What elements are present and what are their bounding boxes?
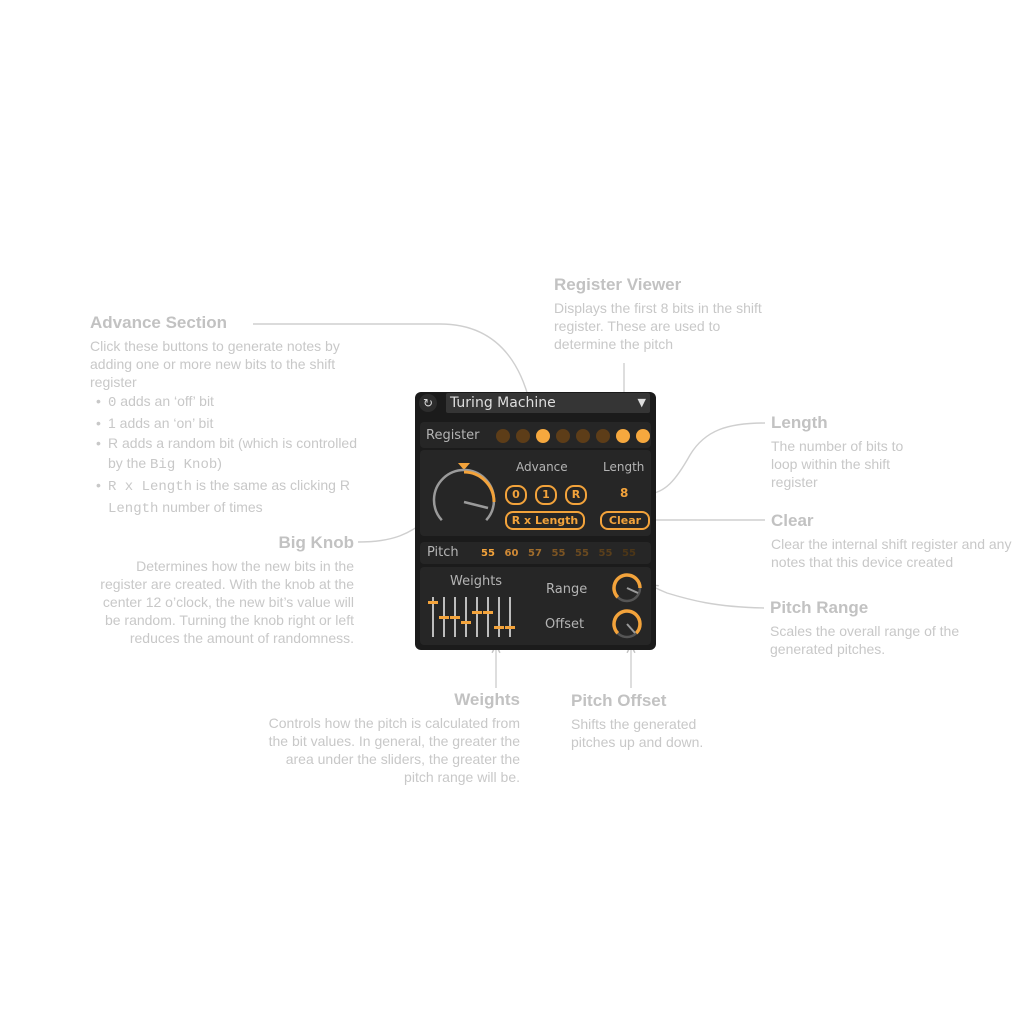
big-knob-pointer — [463, 500, 489, 510]
advance-bullet-random: R adds a random bit (which is controlled… — [90, 433, 375, 475]
register-bit-6 — [616, 429, 630, 443]
advance-section: Advance Length 0 1 R 8 R x Length Clear — [420, 450, 651, 536]
annotation-advance-section: Advance Section Click these buttons to g… — [90, 313, 375, 519]
range-label: Range — [546, 582, 588, 597]
annotation-big-knob: Big Knob Determines how the new bits in … — [100, 533, 354, 647]
weight-slider-handle-4[interactable] — [472, 611, 482, 615]
dropdown-arrow-icon[interactable]: ▼ — [637, 396, 646, 409]
pitch-offset-title: Pitch Offset — [571, 691, 667, 710]
weight-slider-0[interactable] — [432, 597, 434, 637]
annotation-register-viewer: Register Viewer Displays the first 8 bit… — [554, 275, 774, 353]
register-bit-3 — [556, 429, 570, 443]
register-label: Register — [426, 428, 480, 443]
clear-body: Clear the internal shift register and an… — [771, 536, 1012, 570]
turing-machine-device: ↻ Turing Machine ▼ Register Advance Leng… — [415, 392, 656, 650]
weights-title: Weights — [454, 690, 520, 709]
big-knob-track — [432, 468, 496, 522]
weight-slider-handle-2[interactable] — [450, 616, 460, 619]
weights-body: Controls how the pitch is calculated fro… — [268, 715, 520, 785]
register-section: Register — [420, 422, 651, 448]
register-viewer-body: Displays the first 8 bits in the shift r… — [554, 300, 762, 352]
advance-random-button[interactable]: R — [565, 485, 587, 505]
pitch-value-4: 55 — [575, 548, 589, 559]
range-knob[interactable] — [610, 571, 646, 603]
range-knob-value-arc — [612, 573, 642, 599]
leader-length — [648, 422, 766, 494]
weight-slider-4[interactable] — [476, 597, 478, 637]
pitch-label: Pitch — [427, 545, 459, 560]
register-bit-1 — [516, 429, 530, 443]
register-bit-7 — [636, 429, 650, 443]
offset-knob-value-arc — [612, 609, 642, 635]
range-knob-pointer — [626, 587, 639, 594]
big-knob[interactable] — [428, 460, 498, 532]
pitch-range-title: Pitch Range — [770, 598, 869, 617]
length-title: Length — [771, 413, 828, 432]
register-bit-4 — [576, 429, 590, 443]
register-bit-5 — [596, 429, 610, 443]
pitch-value-6: 55 — [622, 548, 636, 559]
preset-selector[interactable]: Turing Machine ▼ — [446, 393, 650, 413]
weights-label: Weights — [450, 574, 503, 589]
advance-bullet-zero: 0 adds an ‘off’ bit — [90, 391, 375, 413]
offset-label: Offset — [545, 617, 585, 632]
pitch-value-3: 55 — [551, 548, 566, 559]
length-label: Length — [603, 460, 645, 474]
advance-bullet-r-length: R x Length is the same as clicking R Len… — [90, 475, 375, 519]
advance-section-body: Click these buttons to generate notes by… — [90, 338, 340, 390]
weight-slider-5[interactable] — [487, 597, 489, 637]
weight-slider-7[interactable] — [509, 597, 511, 637]
weight-slider-handle-7[interactable] — [505, 626, 515, 629]
weights-section: Weights Range Offset — [420, 567, 651, 645]
big-knob-title: Big Knob — [278, 533, 354, 552]
annotation-clear: Clear Clear the internal shift register … — [771, 511, 1016, 571]
r-x-length-button[interactable]: R x Length — [505, 511, 585, 530]
annotation-length: Length The number of bits to loop within… — [771, 413, 931, 491]
big-knob-value-arc — [463, 470, 496, 503]
pitch-value-5: 55 — [598, 548, 613, 559]
annotation-pitch-offset: Pitch Offset Shifts the generated pitche… — [571, 691, 731, 751]
leader-pitch-range — [650, 585, 765, 609]
offset-knob[interactable] — [610, 607, 646, 641]
device-title: Turing Machine — [450, 395, 556, 411]
advance-label: Advance — [516, 460, 568, 474]
annotation-weights: Weights Controls how the pitch is calcul… — [262, 690, 520, 786]
big-knob-indicator-icon — [458, 463, 470, 470]
pitch-offset-body: Shifts the generated pitches up and down… — [571, 716, 704, 750]
weight-slider-handle-1[interactable] — [439, 616, 449, 619]
weight-slider-6[interactable] — [498, 597, 500, 637]
pitch-section: Pitch 55 60 57 55 55 55 55 — [420, 542, 651, 564]
offset-knob-pointer — [626, 623, 636, 634]
big-knob-body: Determines how the new bits in the regis… — [100, 558, 354, 646]
weight-slider-handle-0[interactable] — [428, 600, 438, 604]
register-bit-2 — [536, 429, 550, 443]
weight-slider-handle-6[interactable] — [494, 626, 504, 629]
register-bit-0 — [496, 429, 510, 443]
clear-button[interactable]: Clear — [600, 511, 650, 530]
pitch-value-1: 60 — [504, 548, 519, 559]
weight-slider-handle-5[interactable] — [483, 611, 493, 615]
advance-section-title: Advance Section — [90, 313, 227, 332]
weight-slider-3[interactable] — [465, 597, 467, 637]
annotation-pitch-range: Pitch Range Scales the overall range of … — [770, 598, 985, 658]
advance-one-button[interactable]: 1 — [535, 485, 557, 505]
register-viewer-title: Register Viewer — [554, 275, 682, 294]
pitch-value-2: 57 — [528, 548, 542, 559]
length-body: The number of bits to loop within the sh… — [771, 438, 904, 490]
weight-slider-handle-3[interactable] — [461, 620, 471, 624]
advance-section-list: 0 adds an ‘off’ bit 1 adds an ‘on’ bit R… — [90, 391, 375, 519]
length-value[interactable]: 8 — [620, 486, 629, 500]
pitch-range-body: Scales the overall range of the generate… — [770, 623, 960, 657]
advance-bullet-one: 1 adds an ‘on’ bit — [90, 413, 375, 433]
reset-icon[interactable]: ↻ — [419, 394, 437, 412]
clear-title: Clear — [771, 511, 814, 530]
pitch-value-0: 55 — [481, 548, 495, 559]
advance-zero-button[interactable]: 0 — [505, 485, 527, 505]
